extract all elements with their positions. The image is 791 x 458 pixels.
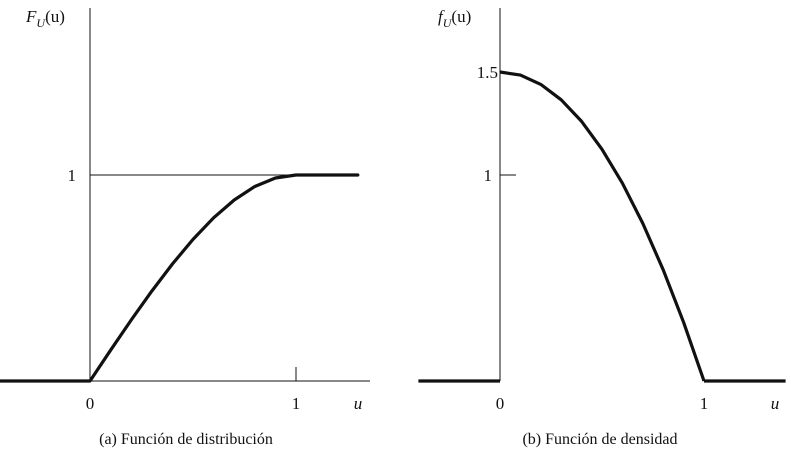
x-tick-label-a-1: 1: [292, 394, 301, 413]
cdf-curve: [0, 173, 360, 383]
y-label-main-a: F: [25, 7, 37, 26]
y-label-main-b: f: [438, 7, 445, 26]
y-tick-label-a: 1: [68, 166, 77, 185]
caption-b: (b) Función de densidad: [522, 431, 677, 448]
y-axis-label-a: FU(u): [25, 7, 65, 30]
caption-a: (a) Función de distribución: [99, 431, 273, 448]
x-tick-label-b-1: 1: [700, 394, 709, 413]
panel-distribution: FU(u) 1 0 1 u (a) Función de distribució…: [0, 7, 370, 448]
y-axis-label-b: fU(u): [438, 7, 471, 30]
x-tick-label-a-0: 0: [86, 394, 95, 413]
y-label-sub-a: U: [36, 16, 46, 30]
y-label-arg-a: (u): [45, 7, 65, 26]
x-tick-label-b-0: 0: [496, 394, 505, 413]
x-axis-label-a: u: [354, 394, 363, 413]
pdf-curve: [418, 70, 786, 383]
y-tick-label-b-1-5: 1.5: [477, 63, 498, 82]
y-label-sub-b: U: [443, 16, 453, 30]
y-label-arg-b: (u): [451, 7, 471, 26]
x-axis-label-b: u: [771, 394, 780, 413]
y-tick-label-b-1: 1: [484, 166, 493, 185]
panel-density: fU(u) 1 1.5 0 1 u (b) Función de densida…: [418, 7, 786, 448]
